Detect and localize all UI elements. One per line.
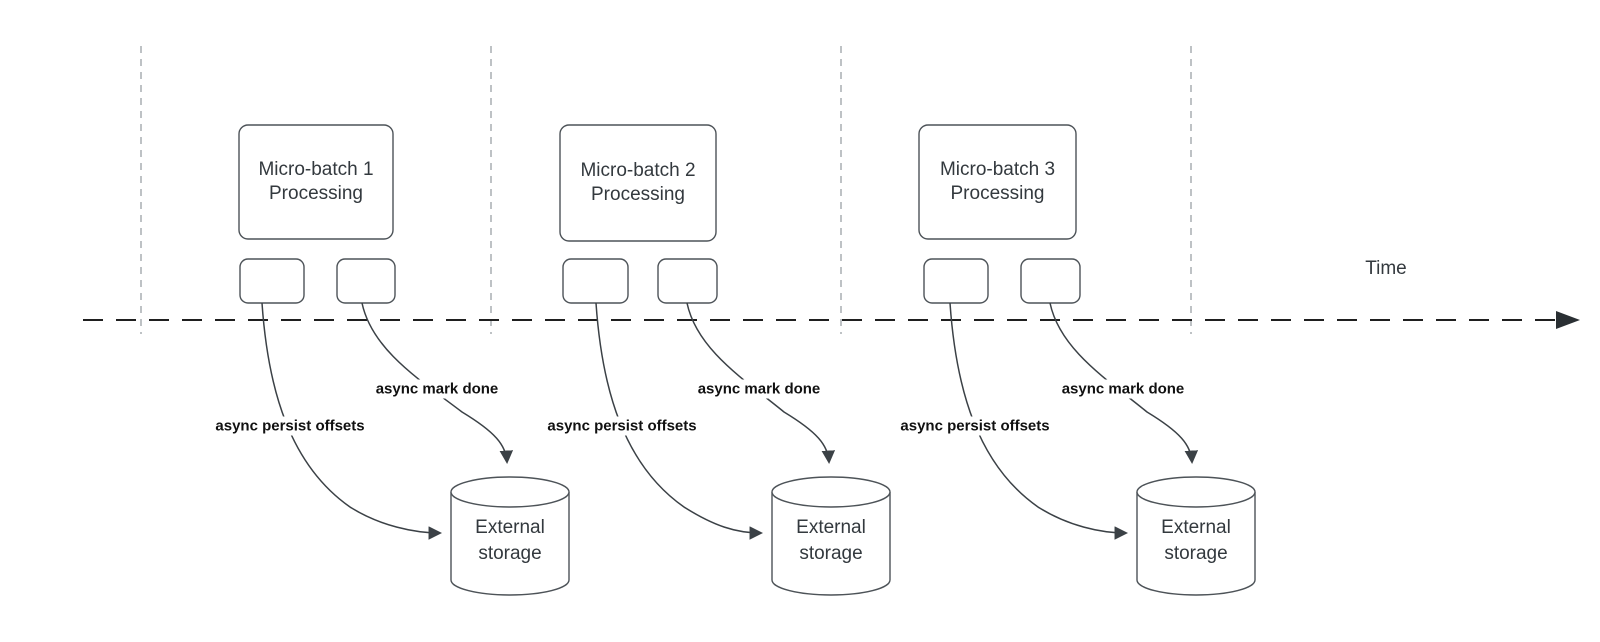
micro-batch-2-box: [559, 124, 717, 242]
mark-done-label-2: async mark done: [694, 379, 824, 399]
persist-offsets-arrow-2: [595, 302, 764, 540]
external-storage-cylinder-2: [771, 476, 891, 596]
mark-done-arrow-2: [686, 302, 836, 465]
external-storage-label-2-line1: External: [796, 517, 866, 538]
micro-batch-2-offset-box: [562, 258, 629, 304]
micro-batch-2-label-line2: Processing: [591, 184, 685, 205]
micro-batch-1-label-line1: Micro-batch 1: [258, 159, 374, 180]
micro-batch-3-label: Micro-batch 3 Processing: [919, 125, 1076, 239]
external-storage-label-2-line2: storage: [799, 543, 863, 564]
mark-done-arrow-1: [361, 302, 514, 465]
micro-batch-3-label-line1: Micro-batch 3: [939, 159, 1056, 180]
external-storage-label-2: External storage: [771, 508, 891, 574]
external-storage-cylinder-3: [1136, 476, 1256, 596]
persist-offsets-label-1: async persist offsets: [212, 416, 368, 436]
timeline-arrowhead-icon: [1556, 311, 1580, 329]
micro-batch-3-offset-box: [923, 258, 989, 304]
persist-offsets-arrow-3: [949, 302, 1129, 540]
persist-offsets-label-3: async persist offsets: [897, 416, 1053, 436]
micro-batch-3-markdone-box: [1020, 258, 1081, 304]
mark-done-arrow-3: [1049, 302, 1199, 465]
micro-batch-2-markdone-box: [657, 258, 718, 304]
external-storage-label-3: External storage: [1136, 508, 1256, 574]
external-storage-label-1-line2: storage: [478, 543, 542, 564]
persist-offsets-label-2: async persist offsets: [544, 416, 700, 436]
time-axis-label: Time: [1365, 258, 1407, 279]
external-storage-label-3-line1: External: [1161, 517, 1231, 538]
micro-batch-3-label-line2: Processing: [950, 183, 1045, 204]
external-storage-label-1: External storage: [450, 508, 570, 574]
micro-batch-2-label-line1: Micro-batch 2: [580, 160, 696, 181]
persist-offsets-arrow-1: [261, 302, 443, 540]
micro-batch-1-markdone-box: [336, 258, 396, 304]
mark-done-label-3: async mark done: [1058, 379, 1188, 399]
external-storage-label-1-line1: External: [475, 517, 545, 538]
external-storage-cylinder-1: [450, 476, 570, 596]
external-storage-label-3-line2: storage: [1164, 543, 1228, 564]
micro-batch-1-label: Micro-batch 1 Processing: [239, 125, 393, 239]
micro-batch-2-label: Micro-batch 2 Processing: [560, 125, 716, 241]
micro-batch-1-box: [238, 124, 394, 240]
micro-batch-1-offset-box: [239, 258, 305, 304]
micro-batch-3-box: [918, 124, 1077, 240]
mark-done-label-1: async mark done: [372, 379, 502, 399]
micro-batch-1-label-line2: Processing: [269, 183, 363, 204]
